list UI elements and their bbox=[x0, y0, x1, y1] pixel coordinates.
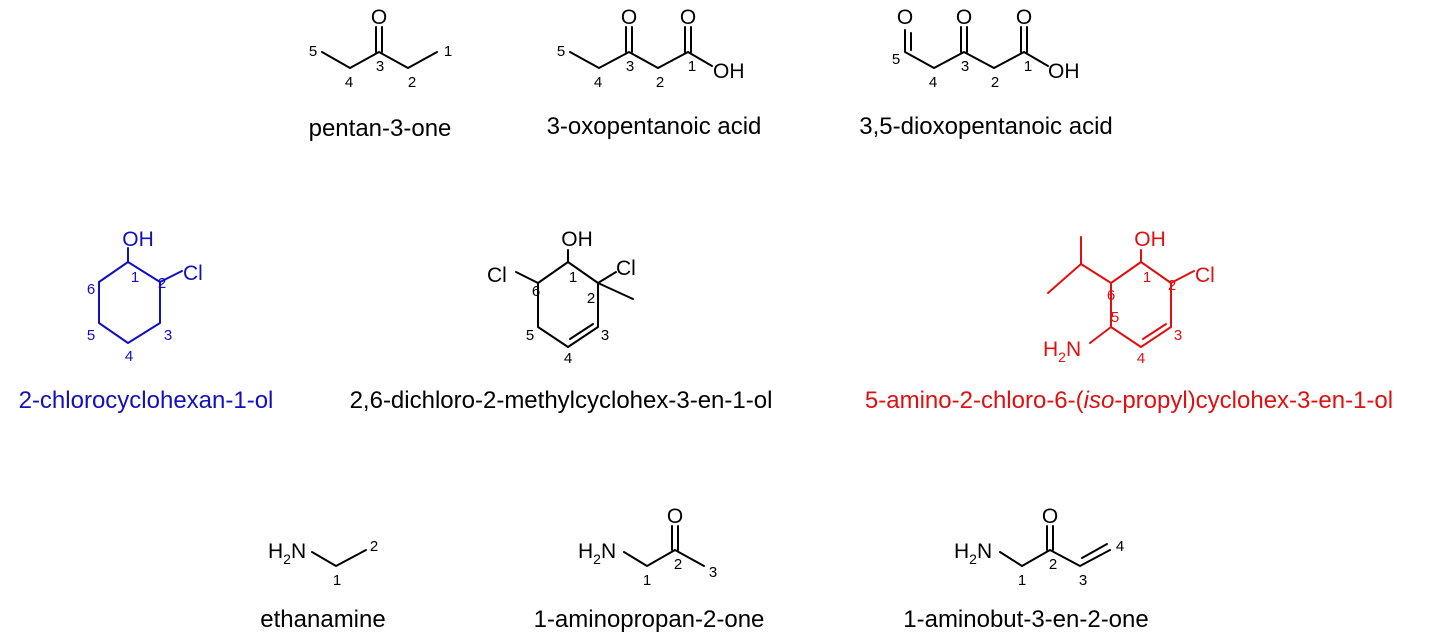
compound-name: 5-amino-2-chloro-6-(iso-propyl)cyclohex-… bbox=[865, 387, 1393, 414]
compound-name: pentan-3-one bbox=[309, 115, 452, 142]
locant: 5 bbox=[526, 327, 534, 344]
locant: 4 bbox=[1137, 350, 1145, 367]
structure-pentan-3-one: O 1 2 3 4 5 bbox=[309, 6, 452, 91]
structure-2-6-dichloro-2-methylcyclohex-3-en-1-ol: OH Cl Cl 1 2 3 4 5 6 bbox=[487, 228, 636, 367]
locant: 5 bbox=[557, 43, 565, 60]
structure-3-oxopentanoic-acid: O O OH 1 2 3 4 5 bbox=[557, 6, 745, 91]
locant: 2 bbox=[674, 556, 682, 573]
locant: 1 bbox=[1018, 572, 1026, 589]
locant: 5 bbox=[309, 43, 317, 60]
locant: 6 bbox=[532, 283, 540, 300]
locant: 2 bbox=[656, 74, 664, 91]
structure-1-aminobut-3-en-2-one: H2N O 1 2 3 4 bbox=[954, 505, 1124, 589]
locant: 1 bbox=[688, 58, 696, 75]
atom-amino: H2N bbox=[268, 540, 306, 567]
atom-chlorine: Cl bbox=[616, 257, 636, 280]
locant: 5 bbox=[892, 51, 900, 68]
locant: 2 bbox=[587, 290, 595, 307]
locant: 4 bbox=[929, 74, 937, 91]
structure-1-aminopropan-2-one: H2N O 1 2 3 bbox=[578, 505, 717, 589]
atom-hydroxyl: OH bbox=[122, 228, 154, 251]
atom-chlorine: Cl bbox=[487, 264, 507, 287]
locant: 4 bbox=[594, 74, 602, 91]
locant: 2 bbox=[1168, 277, 1176, 294]
atom-chlorine: Cl bbox=[1195, 264, 1215, 287]
atom-oxygen: O bbox=[1016, 6, 1032, 29]
compound-name: 3-oxopentanoic acid bbox=[547, 113, 762, 140]
locant: 3 bbox=[961, 58, 969, 75]
locant: 1 bbox=[1024, 58, 1032, 75]
locant: 1 bbox=[643, 572, 651, 589]
structure-5-amino-2-chloro-6-isopropylcyclohex-3-en-1-ol: OH Cl H2N 1 2 3 4 5 6 bbox=[1043, 228, 1215, 367]
atom-oxygen: O bbox=[956, 6, 972, 29]
atom-hydroxyl: OH bbox=[1048, 60, 1080, 83]
atom-oxygen: O bbox=[680, 6, 696, 29]
locant: 3 bbox=[164, 327, 172, 344]
locant: 4 bbox=[345, 74, 353, 91]
atom-amino: H2N bbox=[578, 540, 616, 567]
locant: 6 bbox=[1107, 287, 1115, 304]
locant: 3 bbox=[1174, 327, 1182, 344]
atom-hydroxyl: OH bbox=[1134, 228, 1166, 251]
locant: 1 bbox=[131, 269, 139, 286]
locant: 2 bbox=[408, 74, 416, 91]
locant: 1 bbox=[333, 572, 341, 589]
locant: 3 bbox=[1079, 572, 1087, 589]
locant: 4 bbox=[1116, 538, 1124, 555]
structure-ethanamine: H2N 1 2 bbox=[268, 538, 378, 589]
structure-3-5-dioxopentanoic-acid: O O O OH 1 2 3 4 5 bbox=[892, 6, 1080, 91]
locant: 3 bbox=[601, 327, 609, 344]
locant: 4 bbox=[564, 350, 572, 367]
locant: 3 bbox=[709, 564, 717, 581]
locant: 1 bbox=[444, 43, 452, 60]
atom-oxygen: O bbox=[667, 505, 683, 528]
compound-name: 2-chlorocyclohexan-1-ol bbox=[19, 387, 274, 414]
locant: 2 bbox=[991, 74, 999, 91]
atom-chlorine: Cl bbox=[183, 262, 203, 285]
locant: 5 bbox=[1111, 309, 1119, 326]
locant: 3 bbox=[376, 58, 384, 75]
locant: 1 bbox=[1143, 269, 1151, 286]
atom-oxygen: O bbox=[621, 6, 637, 29]
locant: 3 bbox=[626, 58, 634, 75]
compound-name: ethanamine bbox=[260, 606, 385, 633]
locant: 2 bbox=[158, 275, 166, 292]
atom-oxygen: O bbox=[371, 6, 387, 29]
compound-name: 1-aminopropan-2-one bbox=[534, 606, 765, 633]
atom-oxygen: O bbox=[897, 6, 913, 29]
structure-2-chlorocyclohexan-1-ol: OH Cl 1 2 3 4 5 6 bbox=[87, 228, 203, 365]
locant: 6 bbox=[87, 281, 95, 298]
compound-name: 2,6-dichloro-2-methylcyclohex-3-en-1-ol bbox=[350, 387, 773, 414]
atom-oxygen: O bbox=[1042, 505, 1058, 528]
compound-name: 3,5-dioxopentanoic acid bbox=[859, 113, 1113, 140]
locant: 1 bbox=[569, 269, 577, 286]
atom-amino: H2N bbox=[954, 540, 992, 567]
locant: 4 bbox=[125, 348, 133, 365]
atom-hydroxyl: OH bbox=[713, 60, 745, 83]
atom-amino: H2N bbox=[1043, 338, 1081, 365]
locant: 5 bbox=[87, 327, 95, 344]
compound-name: 1-aminobut-3-en-2-one bbox=[903, 606, 1148, 633]
locant: 2 bbox=[1049, 556, 1057, 573]
locant: 2 bbox=[370, 538, 378, 555]
atom-hydroxyl: OH bbox=[561, 228, 593, 251]
